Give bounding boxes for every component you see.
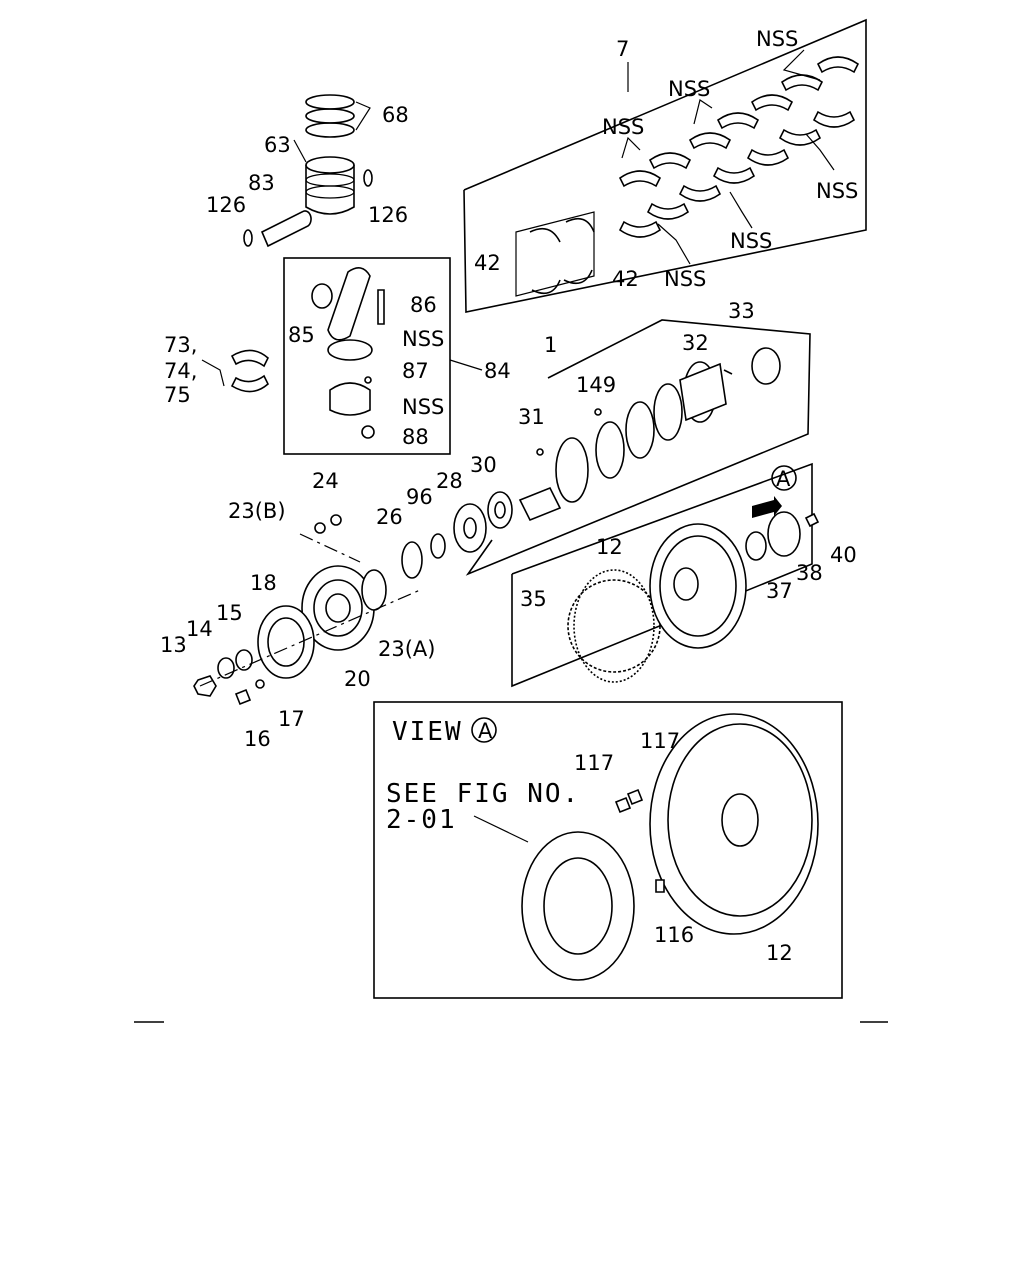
label-38: 38: [796, 561, 823, 585]
label-18: 18: [250, 571, 277, 595]
label-30: 30: [470, 453, 497, 477]
label-23a: 23(A): [378, 637, 435, 661]
label-1: 1: [544, 333, 557, 357]
see-fig-line1: SEE FIG NO.: [386, 779, 580, 809]
label-88: 88: [402, 425, 429, 449]
label-32: 32: [682, 331, 709, 355]
label-87: 87: [402, 359, 429, 383]
label-33: 33: [728, 299, 755, 323]
label-73: 73,: [164, 333, 197, 357]
main-bearing-group: [463, 18, 867, 313]
label-14: 14: [186, 617, 213, 641]
see-fig-line2: 2-01: [386, 805, 457, 835]
crankshaft-group: [465, 319, 811, 576]
label-16: 16: [244, 727, 271, 751]
label-28: 28: [436, 469, 463, 493]
label-13: 13: [160, 633, 187, 657]
label-17: 17: [278, 707, 305, 731]
label-31: 31: [518, 405, 545, 429]
view-title: VIEW: [392, 717, 463, 747]
label-126: 126: [206, 193, 246, 217]
label-42: 42: [474, 251, 501, 275]
view-a-box: [373, 701, 843, 999]
connecting-rod-box: [283, 257, 483, 455]
label-12: 12: [766, 941, 793, 965]
label-nss: NSS: [668, 77, 710, 101]
rod-bearing: [201, 349, 269, 393]
piston-assembly: [243, 94, 373, 248]
label-117: 117: [640, 729, 680, 753]
label-37: 37: [766, 579, 793, 603]
label-20: 20: [344, 667, 371, 691]
label-126: 126: [368, 203, 408, 227]
label-24: 24: [312, 469, 339, 493]
view-title-marker: A: [478, 719, 493, 743]
label-68: 68: [382, 103, 409, 127]
main-bearing-halves: [618, 56, 860, 238]
crank-front-parts: [314, 491, 513, 579]
label-40: 40: [830, 543, 857, 567]
label-nss: NSS: [816, 179, 858, 203]
label-86: 86: [410, 293, 437, 317]
label-42: 42: [612, 267, 639, 291]
label-117: 117: [574, 751, 614, 775]
label-96: 96: [406, 485, 433, 509]
label-26: 26: [376, 505, 403, 529]
label-74: 74,: [164, 359, 197, 383]
crank-pulley-damper: [193, 533, 421, 706]
label-63: 63: [264, 133, 291, 157]
label-75: 75: [164, 383, 191, 407]
label-149: 149: [576, 373, 616, 397]
label-nss: NSS: [402, 395, 444, 419]
view-a-marker: A: [776, 467, 791, 491]
label-nss: NSS: [756, 27, 798, 51]
label-nss: NSS: [402, 327, 444, 351]
label-85: 85: [288, 323, 315, 347]
flywheel-group: [511, 462, 820, 688]
label-7: 7: [616, 37, 629, 61]
label-23b: 23(B): [228, 499, 286, 523]
label-nss: NSS: [664, 267, 706, 291]
label-nss: NSS: [602, 115, 644, 139]
label-84: 84: [484, 359, 511, 383]
label-12: 12: [596, 535, 623, 559]
label-116: 116: [654, 923, 694, 947]
thrust-washer-42: [515, 211, 595, 297]
label-35: 35: [520, 587, 547, 611]
label-83: 83: [248, 171, 275, 195]
label-15: 15: [216, 601, 243, 625]
label-nss: NSS: [730, 229, 772, 253]
